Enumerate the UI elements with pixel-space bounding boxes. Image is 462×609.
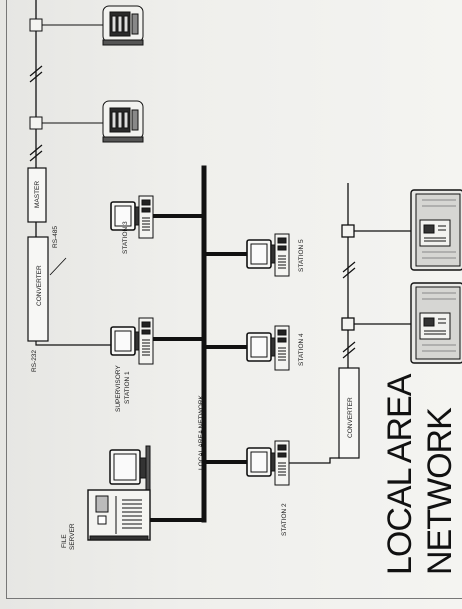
drive-unit-icon (102, 5, 144, 46)
workstation-icon (246, 325, 290, 371)
tap-box (29, 18, 43, 32)
converter-top-box: CONVERTER (27, 236, 67, 342)
break-mark (29, 144, 43, 156)
station5-label: STATION 5 (298, 239, 305, 272)
control-panel-icon (410, 189, 462, 271)
break-mark (29, 150, 43, 162)
control-panel-icon (410, 282, 462, 364)
rs232-cable (35, 341, 113, 346)
converter-bottom-box: CONVERTER (338, 367, 360, 459)
workstation-icon (246, 440, 290, 486)
supervisory-label-2: STATION 1 (124, 371, 131, 404)
station2-label: STATION 2 (281, 503, 288, 536)
workstation-icon (110, 195, 154, 239)
title-line-1: LOCAL AREA (381, 373, 419, 575)
converter-bottom-label: CONVERTER (347, 397, 354, 438)
tap-box (29, 116, 43, 130)
file-server-icon (87, 445, 151, 541)
master-label: MASTER (34, 181, 41, 208)
title-line-2: NETWORK (421, 407, 459, 575)
station4-label: STATION 4 (298, 333, 305, 366)
converter-top-label: CONVERTER (36, 265, 43, 306)
diagram-border (6, 0, 462, 599)
workstation-icon (110, 317, 154, 365)
break-mark (29, 71, 43, 83)
break-mark (29, 65, 43, 77)
file-server-label-1: FILE (61, 534, 68, 548)
file-server-label-2: SERVER (69, 523, 76, 550)
drive-unit-icon (102, 100, 144, 143)
lan-backbone (144, 165, 248, 523)
rs232-label: RS-232 (31, 350, 38, 372)
lan-label: LOCAL AREA NETWORK (198, 394, 205, 470)
station3-label: STATION 3 (122, 221, 129, 254)
master-box: MASTER (27, 160, 47, 223)
workstation-icon (246, 233, 290, 277)
supervisory-label-1: SUPERVISORY (115, 365, 122, 412)
rs485-label: RS-485 (52, 226, 59, 248)
